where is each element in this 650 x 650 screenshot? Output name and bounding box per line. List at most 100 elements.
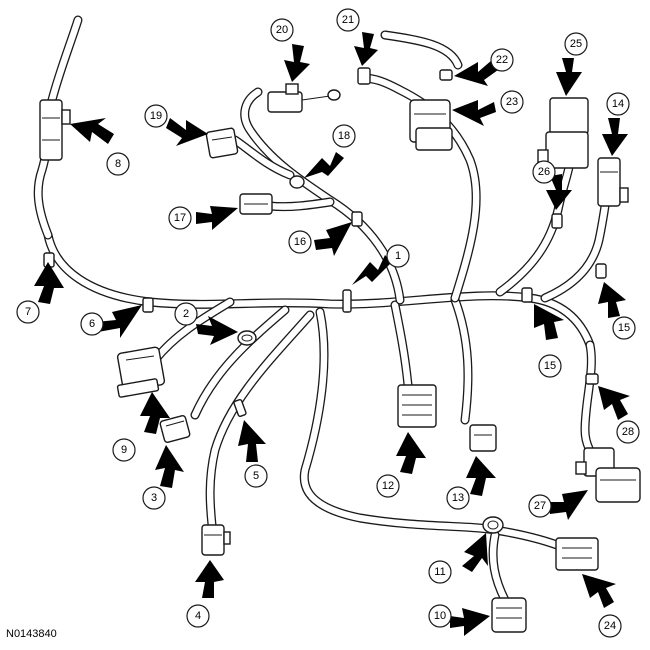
connector-4 <box>201 524 231 556</box>
callout-label: 3 <box>151 492 157 504</box>
arrow-1 <box>352 255 392 285</box>
callout-label: 15 <box>544 360 556 372</box>
clip-16 <box>351 211 363 227</box>
callout-label: 10 <box>434 610 446 622</box>
callout-28: 28 <box>616 420 640 444</box>
callout-18: 18 <box>332 124 356 148</box>
arrow-25 <box>556 58 582 96</box>
callout-label: 24 <box>604 620 616 632</box>
callout-label: 21 <box>342 14 354 26</box>
arrow-28 <box>598 386 630 420</box>
arrow-9 <box>140 392 170 434</box>
callout-2: 2 <box>174 302 198 326</box>
callout-25: 25 <box>564 32 588 56</box>
callout-11: 11 <box>428 560 452 584</box>
arrow-27 <box>548 490 588 520</box>
arrow-3 <box>155 445 184 488</box>
callout-label: 8 <box>115 158 121 170</box>
arrow-14 <box>602 118 628 156</box>
callout-label: 27 <box>534 500 546 512</box>
arrow-8 <box>70 118 114 144</box>
arrow-23 <box>452 100 496 126</box>
callout-23: 23 <box>500 90 524 114</box>
callout-label: 1 <box>395 250 401 262</box>
connector-10 <box>491 597 527 633</box>
connector-12 <box>397 384 437 428</box>
callout-label: 7 <box>25 306 31 318</box>
arrow-12 <box>396 432 426 474</box>
callout-label: 9 <box>121 444 127 456</box>
callout-label: 11 <box>434 566 445 578</box>
callout-12: 12 <box>376 474 400 498</box>
connector-24 <box>555 537 599 571</box>
arrow-15-upper <box>598 282 626 318</box>
harness-components <box>39 67 641 633</box>
callout-label: 28 <box>622 426 634 438</box>
arrow-10 <box>450 608 490 636</box>
connector-25 <box>537 97 589 169</box>
callouts: 1 2 3 4 5 6 7 8 9 10 11 12 13 14 15 15 1… <box>16 8 640 638</box>
callout-label: 22 <box>496 54 508 66</box>
connector-9 <box>116 346 166 398</box>
callout-label: 15 <box>618 322 630 334</box>
callout-26: 26 <box>532 160 556 184</box>
callout-label: 6 <box>89 318 95 330</box>
arrow-20 <box>284 44 310 82</box>
callout-label: 18 <box>338 130 350 142</box>
callout-10: 10 <box>428 604 452 628</box>
clip-26 <box>551 213 563 229</box>
callout-16: 16 <box>288 230 312 254</box>
callout-20: 20 <box>270 18 294 42</box>
callout-14: 14 <box>606 92 630 116</box>
clip-6 <box>142 297 154 313</box>
arrow-15-lower <box>534 304 564 340</box>
callout-24: 24 <box>598 614 622 638</box>
arrow-16 <box>314 222 352 256</box>
connector-8 <box>39 99 71 161</box>
callout-arrows <box>34 32 630 636</box>
clip-21 <box>357 67 371 85</box>
arrow-6 <box>96 305 142 338</box>
callout-label: 17 <box>174 212 186 224</box>
arrow-24 <box>582 574 616 608</box>
clip-1 <box>342 289 352 313</box>
callout-4: 4 <box>186 604 210 628</box>
callout-13: 13 <box>446 486 470 510</box>
arrow-5 <box>238 420 266 462</box>
clip-5 <box>233 398 247 418</box>
grommet-2 <box>237 330 257 346</box>
arrow-4 <box>195 560 224 598</box>
callout-3: 3 <box>142 486 166 510</box>
arrow-11 <box>462 533 488 572</box>
clip-15-upper <box>595 263 607 279</box>
callout-5: 5 <box>244 464 268 488</box>
clip-28 <box>585 373 599 385</box>
callout-21: 21 <box>336 8 360 32</box>
connector-17 <box>239 193 273 215</box>
grommet-18 <box>289 175 305 189</box>
connector-3 <box>159 414 191 444</box>
connector-23 <box>409 99 453 151</box>
callout-label: 12 <box>382 480 394 492</box>
connector-14 <box>597 157 629 207</box>
callout-19: 19 <box>144 104 168 128</box>
callout-15-upper: 15 <box>612 316 636 340</box>
arrow-22 <box>454 60 498 86</box>
connector-27 <box>575 447 641 503</box>
callout-label: 2 <box>183 308 189 320</box>
arrow-19 <box>166 118 208 146</box>
callout-6: 6 <box>80 312 104 336</box>
callout-15-lower: 15 <box>538 354 562 378</box>
callout-label: 13 <box>452 492 464 504</box>
callout-22: 22 <box>490 48 514 72</box>
callout-7: 7 <box>16 300 40 324</box>
callout-27: 27 <box>528 494 552 518</box>
callout-9: 9 <box>112 438 136 462</box>
callout-label: 19 <box>150 110 162 122</box>
callout-label: 4 <box>195 610 201 622</box>
callout-label: 14 <box>612 98 624 110</box>
arrow-21 <box>354 32 378 66</box>
arrow-26 <box>546 174 572 210</box>
arrow-17 <box>196 206 238 230</box>
